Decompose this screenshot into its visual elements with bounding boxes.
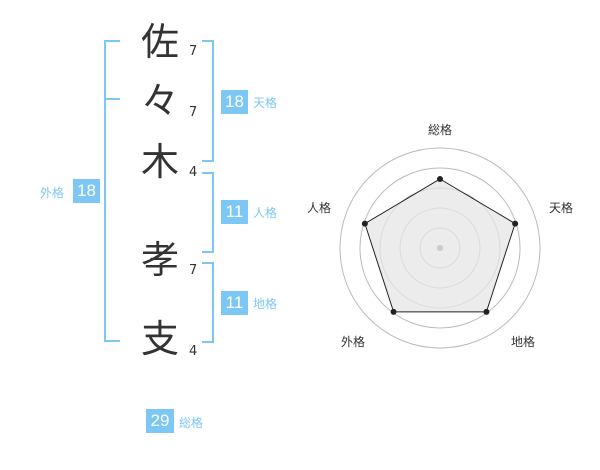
jinkaku-value: 11 <box>221 200 248 224</box>
name-char-5: 支 <box>140 317 179 361</box>
chikaku-bracket <box>202 262 214 343</box>
name-char-4: 孝 <box>140 238 179 282</box>
soukaku-label: 総格 <box>179 416 204 430</box>
gaikaku-label: 外格 <box>40 186 65 200</box>
jinkaku-label: 人格 <box>253 206 278 220</box>
stroke-count-4: 7 <box>189 263 198 278</box>
stroke-count-3: 4 <box>189 165 198 180</box>
soukaku-value: 29 <box>146 409 174 433</box>
jinkaku-bracket <box>202 172 214 253</box>
gaikaku-bracket <box>104 40 120 342</box>
stroke-count-5: 4 <box>189 344 198 359</box>
tenkaku-value: 18 <box>221 90 248 114</box>
radar-point-4 <box>390 308 397 315</box>
name-char-2: 々 <box>140 79 179 123</box>
radar-center <box>437 245 443 251</box>
radar-point-3 <box>483 308 490 315</box>
radar-point-5 <box>361 220 368 227</box>
radar-axis-label-tenkaku: 天格 <box>549 201 574 215</box>
radar-axis-label-soukaku: 総格 <box>428 123 453 137</box>
gaikaku-value: 18 <box>73 179 100 203</box>
radar-axis-label-jinkaku: 人格 <box>307 201 332 215</box>
stroke-count-1: 7 <box>189 44 198 59</box>
radar-point-1 <box>437 176 443 182</box>
chikaku-value: 11 <box>221 291 248 315</box>
tenkaku-bracket <box>202 40 214 162</box>
name-char-3: 木 <box>140 140 179 184</box>
radar-ring-1 <box>339 147 541 349</box>
radar-points <box>361 176 519 315</box>
gaikaku-tick <box>104 98 120 100</box>
radar-axis-label-gaikaku: 外格 <box>341 335 366 349</box>
chikaku-label: 地格 <box>253 297 278 311</box>
radar-axis-label-chikaku: 地格 <box>511 335 536 349</box>
radar-ring-2 <box>359 167 521 329</box>
name-char-1: 佐 <box>140 20 179 64</box>
tenkaku-label: 天格 <box>253 96 278 110</box>
radar-point-2 <box>512 220 519 227</box>
stroke-count-2: 7 <box>189 105 198 120</box>
